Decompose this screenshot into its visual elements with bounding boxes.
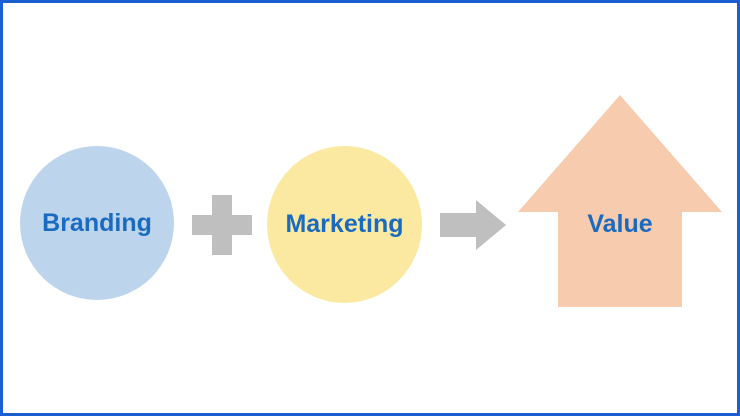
right-arrow-shape xyxy=(440,200,506,250)
branding-circle: Branding xyxy=(20,146,174,300)
value-label-container: Value xyxy=(518,204,722,244)
marketing-label: Marketing xyxy=(285,210,404,238)
plus-vertical-bar xyxy=(212,195,232,255)
plus-icon xyxy=(192,195,252,255)
right-arrow-icon xyxy=(440,200,506,250)
value-label: Value xyxy=(587,209,653,238)
branding-label: Branding xyxy=(42,208,152,237)
value-up-arrow-shape xyxy=(518,95,722,307)
value-up-arrow-polygon xyxy=(518,95,722,307)
marketing-circle: Marketing xyxy=(267,146,422,303)
